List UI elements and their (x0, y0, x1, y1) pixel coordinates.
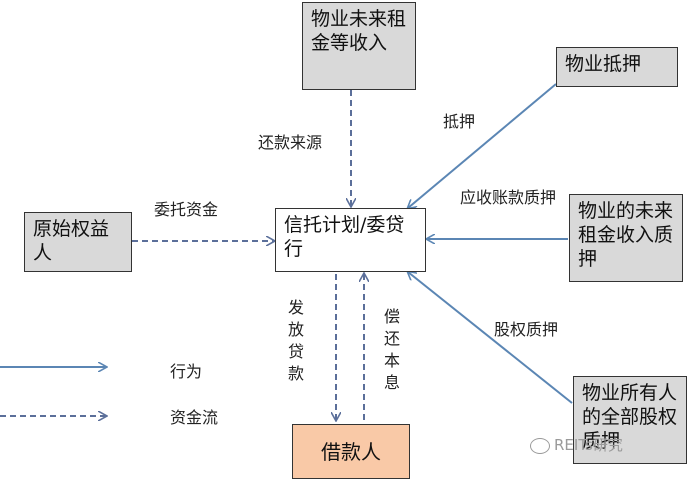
edge-label-receivables-pledge: 应收账款质押 (460, 188, 557, 207)
arrow-equity-pledge (408, 272, 573, 404)
node-original-holder-label: 原始权益人 (33, 218, 110, 264)
node-owner-equity: 物业所有人的全部股权质押 (573, 376, 687, 464)
node-trust: 信托计划/委贷行 (275, 208, 426, 272)
node-original-holder: 原始权益人 (24, 212, 132, 272)
watermark-text: REITs研究 (554, 436, 623, 454)
edge-label-repay: 偿还本息 (384, 307, 401, 392)
edge-label-equity-pledge: 股权质押 (494, 320, 559, 339)
node-trust-label: 信托计划/委贷行 (284, 214, 405, 260)
node-rent-pledge: 物业的未来租金收入质押 (569, 194, 683, 282)
node-rent-pledge-label: 物业的未来租金收入质押 (578, 200, 674, 270)
edge-label-repayment-source: 还款来源 (258, 133, 323, 152)
node-property-pledge: 物业抵押 (556, 47, 678, 87)
node-property-pledge-label: 物业抵押 (565, 53, 642, 75)
legend-behavior-label: 行为 (170, 362, 203, 381)
edge-label-issue-loan: 发放贷款 (288, 298, 305, 383)
arrow-mortgage (408, 83, 557, 208)
node-borrower: 借款人 (292, 424, 410, 479)
node-borrower-label: 借款人 (321, 439, 381, 464)
legend-fund-flow-label: 资金流 (170, 408, 219, 427)
node-future-rent: 物业未来租金等收入 (302, 2, 416, 90)
node-future-rent-label: 物业未来租金等收入 (311, 8, 407, 54)
watermark: REITs研究 (530, 434, 623, 455)
wechat-icon (530, 437, 550, 454)
node-owner-equity-label: 物业所有人的全部股权质押 (582, 382, 678, 452)
edge-label-mortgage: 抵押 (443, 112, 476, 131)
edge-label-entrusted-funds: 委托资金 (154, 200, 219, 219)
